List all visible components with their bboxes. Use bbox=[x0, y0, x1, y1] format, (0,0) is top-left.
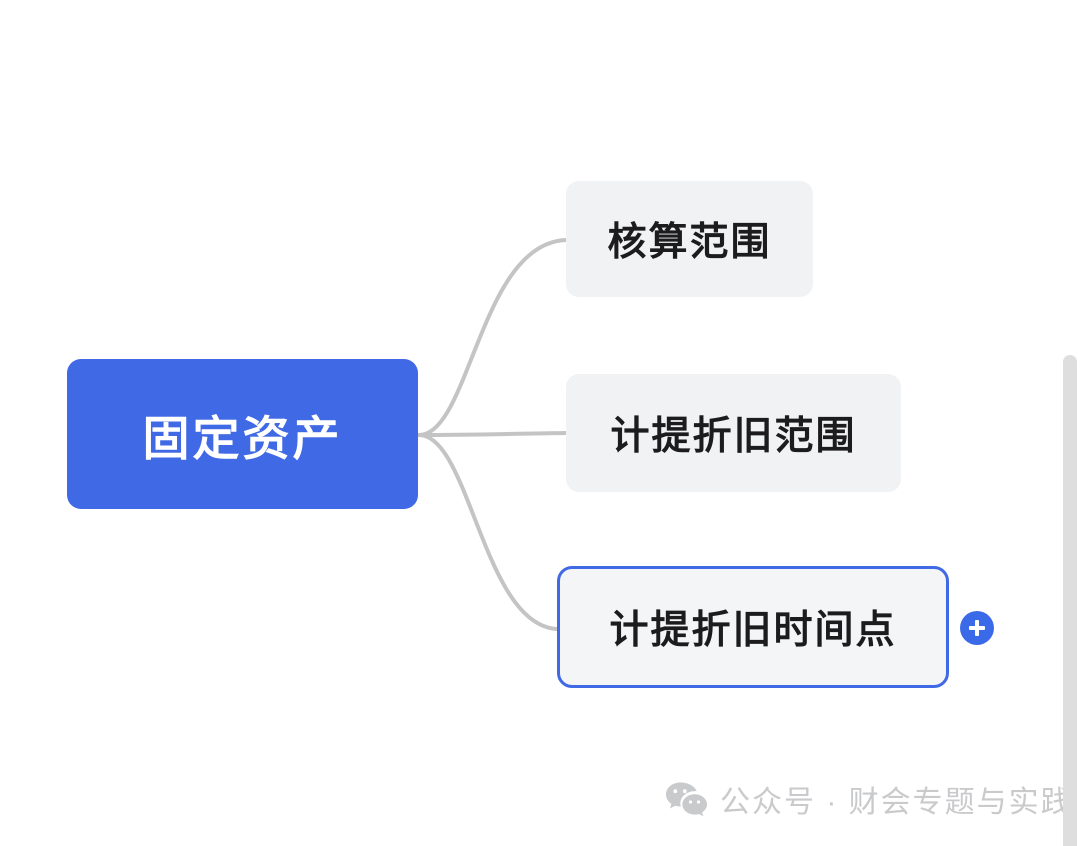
connector-to-child-2 bbox=[417, 431, 568, 437]
mindmap-child-node-3-selected[interactable]: 计提折旧时间点 bbox=[557, 566, 949, 688]
watermark: 公众号 · 财会专题与实践 bbox=[664, 777, 1073, 821]
mindmap-child-label-1: 核算范围 bbox=[607, 221, 772, 264]
scrollbar-track[interactable] bbox=[1060, 0, 1080, 846]
mindmap-root-node[interactable]: 固定资产 bbox=[67, 359, 418, 509]
connector-to-child-1 bbox=[417, 238, 568, 437]
mindmap-child-node-1[interactable]: 核算范围 bbox=[566, 181, 813, 297]
mindmap-root-label: 固定资产 bbox=[142, 411, 343, 465]
mindmap-child-label-3: 计提折旧时间点 bbox=[609, 609, 897, 652]
connector-to-child-3 bbox=[417, 433, 559, 631]
add-node-button[interactable] bbox=[960, 611, 994, 645]
watermark-text: 公众号 · 财会专题与实践 bbox=[720, 786, 1073, 819]
mindmap-child-label-2: 计提折旧范围 bbox=[610, 415, 857, 458]
wechat-icon bbox=[666, 782, 707, 817]
plus-icon-vertical bbox=[975, 620, 979, 636]
scrollbar-thumb[interactable] bbox=[1063, 355, 1077, 846]
mindmap-child-node-2[interactable]: 计提折旧范围 bbox=[566, 374, 901, 492]
